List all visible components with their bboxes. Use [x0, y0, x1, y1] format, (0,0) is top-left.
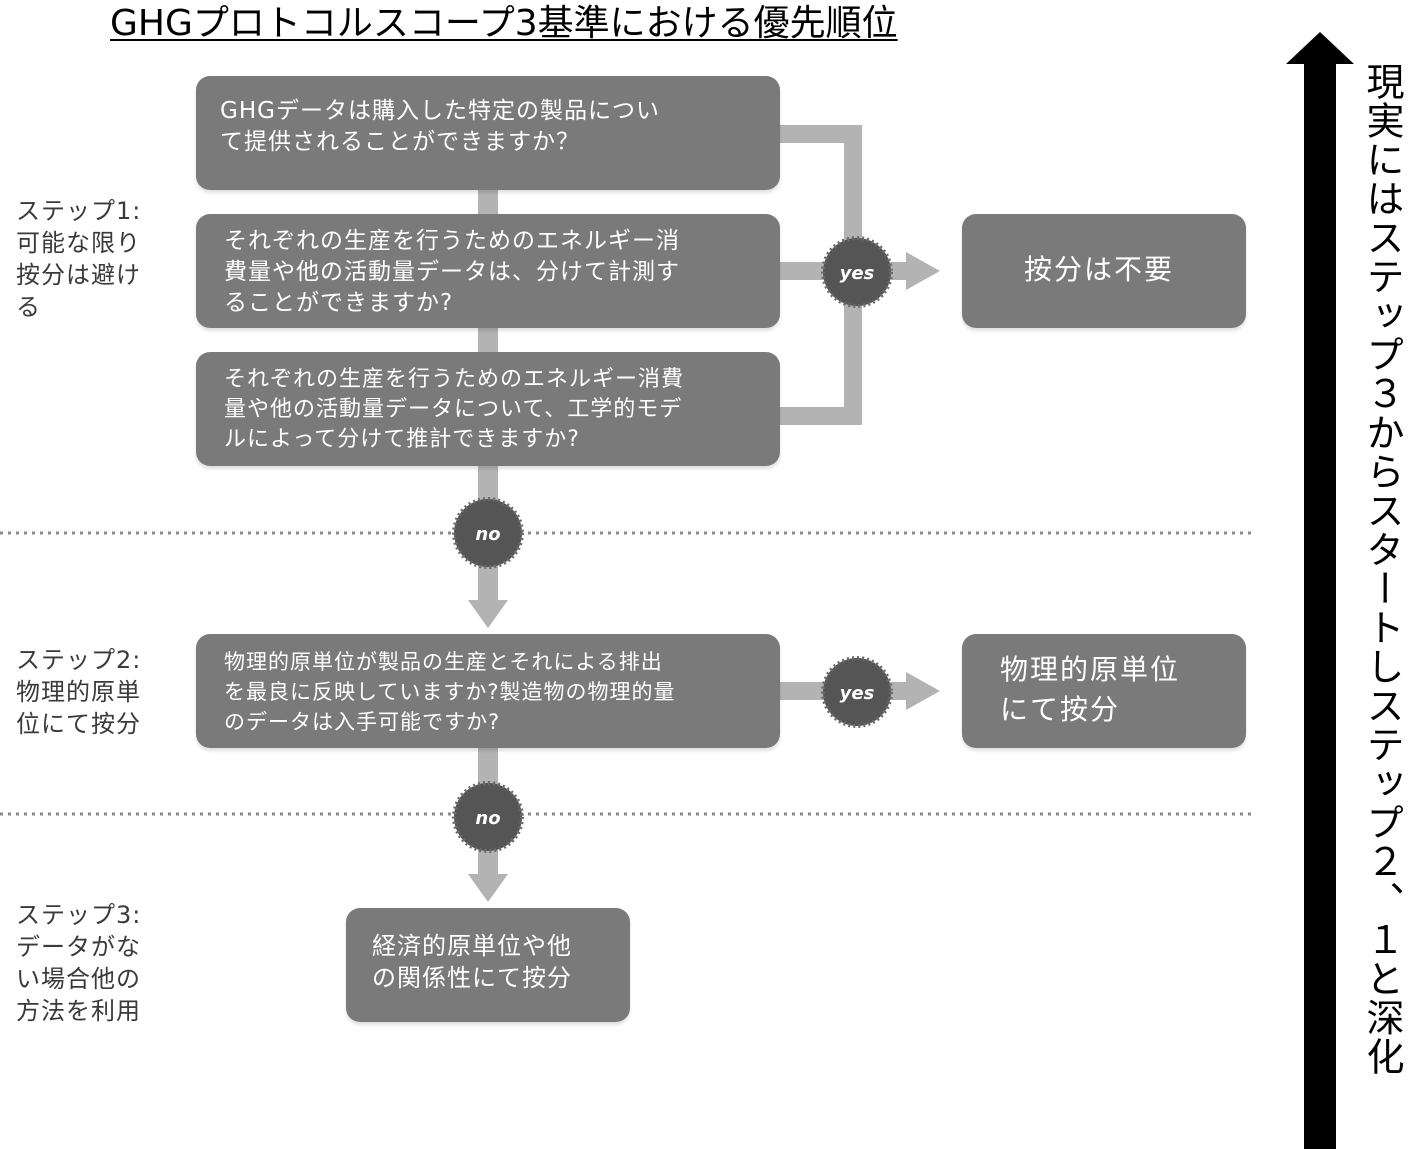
- yes-bracket-bottom: [778, 407, 862, 425]
- no-badge-2-label: no: [475, 808, 500, 829]
- result-1-text: 按分は不要: [1024, 253, 1175, 286]
- question-1-text: GHGデータは購入した特定の製品につい て提供されることができますか？: [220, 98, 660, 155]
- yes-badge-2-label: yes: [840, 683, 875, 704]
- step3-label: ステップ3: データがな い場合他の 方法を利用: [16, 901, 142, 1025]
- progress-arrow-shaft: [1304, 60, 1336, 1149]
- result-3-text: 経済的原単位や他 の関係性にて按分: [372, 932, 572, 992]
- question-box-3: それぞれの生産を行うためのエネルギー消費 量や他の活動量データについて、工学的モ…: [196, 352, 780, 466]
- yes-badge-2: yes: [821, 656, 893, 728]
- arrow-to-step3: [468, 874, 508, 902]
- question-box-4: 物理的原単位が製品の生産とそれによる排出 を最良に反映していますか?製造物の物理…: [196, 634, 780, 748]
- step1-label: ステップ1: 可能な限り 按分は避け る: [16, 197, 142, 321]
- question-2-text: それぞれの生産を行うためのエネルギー消 費量や他の活動量データは、分けて計測す …: [224, 228, 680, 316]
- yes-badge-1-label: yes: [840, 263, 875, 284]
- no-badge-1-label: no: [475, 524, 500, 545]
- arrow-to-result-1: [906, 252, 940, 290]
- question-3-text: それぞれの生産を行うためのエネルギー消費 量や他の活動量データについて、工学的モ…: [224, 367, 685, 452]
- question-4-text: 物理的原単位が製品の生産とそれによる排出 を最良に反映していますか?製造物の物理…: [224, 650, 676, 734]
- result-box-no-allocation: 按分は不要: [962, 214, 1246, 328]
- result-box-economic: 経済的原単位や他 の関係性にて按分: [346, 908, 630, 1022]
- progress-arrow-head: [1286, 32, 1354, 64]
- question-box-2: それぞれの生産を行うためのエネルギー消 費量や他の活動量データは、分けて計測す …: [196, 214, 780, 328]
- step2-label: ステップ2: 物理的原単 位にて按分: [16, 646, 142, 738]
- yes-bracket-top: [778, 125, 862, 143]
- step1-trunk: [478, 150, 498, 530]
- result-2-text: 物理的原単位 にて按分: [1000, 653, 1181, 726]
- arrow-to-result-2: [906, 672, 940, 710]
- arrow-to-step2: [468, 600, 508, 628]
- result-box-physical: 物理的原単位 にて按分: [962, 634, 1246, 748]
- yes-badge-1: yes: [821, 236, 893, 308]
- page-title: GHGプロトコルスコープ3基準における優先順位: [110, 3, 898, 44]
- no-badge-1: no: [452, 497, 524, 569]
- question-box-1: GHGデータは購入した特定の製品につい て提供されることができますか？: [196, 76, 780, 190]
- no-badge-2: no: [452, 781, 524, 853]
- side-note: 現実にはステップ３からスタートしステップ２、１と深化: [1360, 62, 1404, 1076]
